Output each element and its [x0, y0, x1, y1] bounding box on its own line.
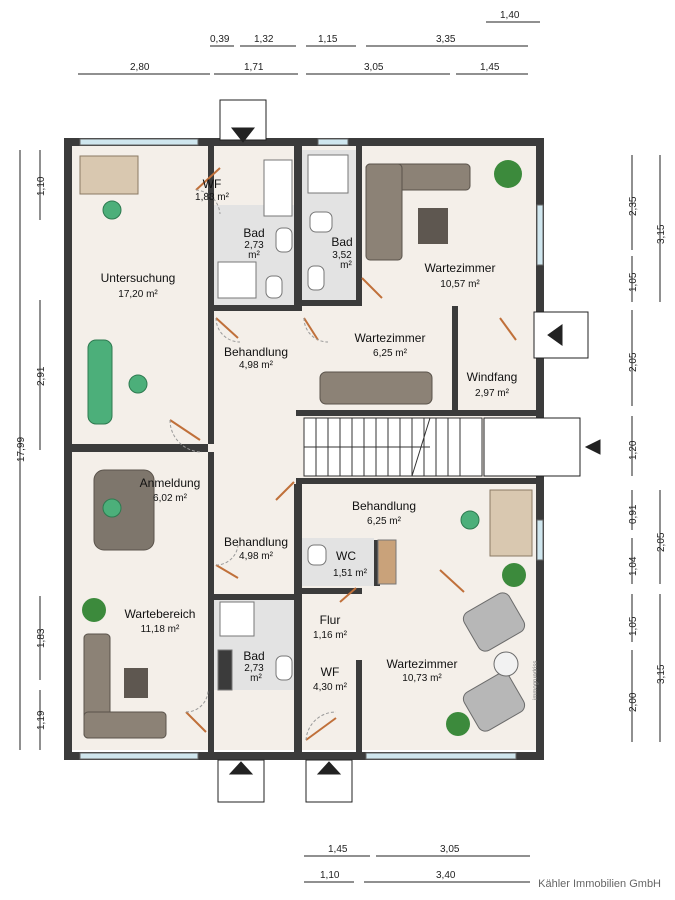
- room-flur-area: 1,16 m²: [313, 630, 348, 641]
- room-wf-low-area: 4,30 m²: [313, 682, 348, 693]
- room-wf-top-area: 1,88 m²: [195, 192, 230, 203]
- room-bad-low-unit: m²: [250, 673, 262, 684]
- dim-bottom-2b: 3,40: [436, 870, 456, 881]
- room-bad-tr-name: Bad: [331, 235, 352, 249]
- room-bad-low-name: Bad: [243, 649, 264, 663]
- dim-right-h: 2,00: [628, 692, 639, 712]
- room-wartezimmer-mid-name: Wartezimmer: [355, 331, 426, 345]
- doors: [169, 167, 517, 741]
- room-bad-tl-name: Bad: [243, 226, 264, 240]
- watermark: immogrundriss: [533, 660, 539, 700]
- dim-right-e: 0,91: [628, 504, 639, 524]
- dim-right-outer-a: 3,15: [656, 224, 667, 244]
- room-bad-tr-unit: m²: [340, 260, 352, 271]
- room-flur-name: Flur: [320, 613, 341, 627]
- branding: Kähler Immobilien GmbH: [538, 878, 661, 890]
- room-wf-low-name: WF: [321, 665, 340, 679]
- dim-right-b: 1,05: [628, 272, 639, 292]
- dim-top-2b: 1,32: [254, 34, 274, 45]
- chairs: [87, 200, 480, 530]
- tables: [124, 208, 448, 698]
- room-windfang-area: 2,97 m²: [475, 388, 510, 399]
- room-bad-tl-area: 2,73: [244, 240, 264, 251]
- room-behandlung-ll-name: Behandlung: [224, 535, 288, 549]
- room-untersuchung-area: 17,20 m²: [118, 289, 158, 300]
- dim-left-c: 17,99: [16, 437, 27, 462]
- dim-top-3c: 3,05: [364, 62, 384, 73]
- dim-top-2c: 1,15: [318, 34, 338, 45]
- entrance-markers: [217, 99, 601, 803]
- dim-right-a: 2,35: [628, 196, 639, 216]
- dim-right-d: 1,20: [628, 440, 639, 460]
- dim-bottom-1a: 1,45: [328, 844, 348, 855]
- room-wartebereich-name: Wartebereich: [125, 607, 196, 621]
- room-wartezimmer-top-area: 10,57 m²: [440, 279, 480, 290]
- dim-right-c: 2,05: [628, 352, 639, 372]
- room-wartezimmer-low-name: Wartezimmer: [387, 657, 458, 671]
- dim-right-outer-c: 3,15: [656, 664, 667, 684]
- room-wc-area: 1,51 m²: [333, 568, 368, 579]
- room-behandlung-r-name: Behandlung: [352, 499, 416, 513]
- room-bad-tr-area: 3,52: [332, 250, 352, 261]
- room-wartezimmer-low-area: 10,73 m²: [402, 673, 442, 684]
- sanitary: [217, 154, 397, 691]
- dim-top-3a: 2,80: [130, 62, 150, 73]
- dim-right-g: 1,05: [628, 616, 639, 636]
- dim-top-2a: 0,39: [210, 34, 230, 45]
- desks: [79, 155, 533, 557]
- dim-top-3b: 1,71: [244, 62, 264, 73]
- room-wartebereich-area: 11,18 m²: [141, 624, 180, 635]
- room-untersuchung-name: Untersuchung: [101, 271, 176, 285]
- dim-left-a: 1,10: [36, 176, 47, 196]
- room-bad-low-area: 2,73: [244, 663, 264, 674]
- sofas: [83, 163, 471, 739]
- armchairs: [462, 592, 526, 732]
- room-anmeldung-name: Anmeldung: [140, 476, 201, 490]
- room-windfang-name: Windfang: [467, 370, 518, 384]
- dim-bottom-2a: 1,10: [320, 870, 340, 881]
- dimension-lines: [19, 21, 661, 883]
- door-swings: [169, 189, 337, 741]
- dim-left-d: 1,83: [36, 628, 47, 648]
- room-behandlung-ll-area: 4,98 m²: [239, 551, 274, 562]
- dim-top-3d: 1,45: [480, 62, 500, 73]
- plants: [82, 160, 526, 736]
- staircase: [303, 417, 483, 477]
- dim-top-2d: 3,35: [436, 34, 456, 45]
- room-wf-top-name: WF: [203, 177, 222, 191]
- room-wartezimmer-mid-area: 6,25 m²: [373, 348, 408, 359]
- dim-top-1: 1,40: [500, 10, 520, 21]
- room-anmeldung-area: 6,02 m²: [153, 493, 188, 504]
- room-bad-tl-unit: m²: [248, 250, 260, 261]
- room-behandlung-ml-name: Behandlung: [224, 345, 288, 359]
- room-wartezimmer-top-name: Wartezimmer: [425, 261, 496, 275]
- dim-right-f: 1,04: [628, 556, 639, 576]
- room-behandlung-r-area: 6,25 m²: [367, 516, 402, 527]
- dim-right-outer-b: 2,05: [656, 532, 667, 552]
- dim-left-b: 2,91: [36, 366, 47, 386]
- room-wc-name: WC: [336, 549, 356, 563]
- room-behandlung-ml-area: 4,98 m²: [239, 360, 274, 371]
- dim-bottom-1b: 3,05: [440, 844, 460, 855]
- windows: [79, 138, 544, 760]
- dim-left-e: 1,19: [36, 710, 47, 730]
